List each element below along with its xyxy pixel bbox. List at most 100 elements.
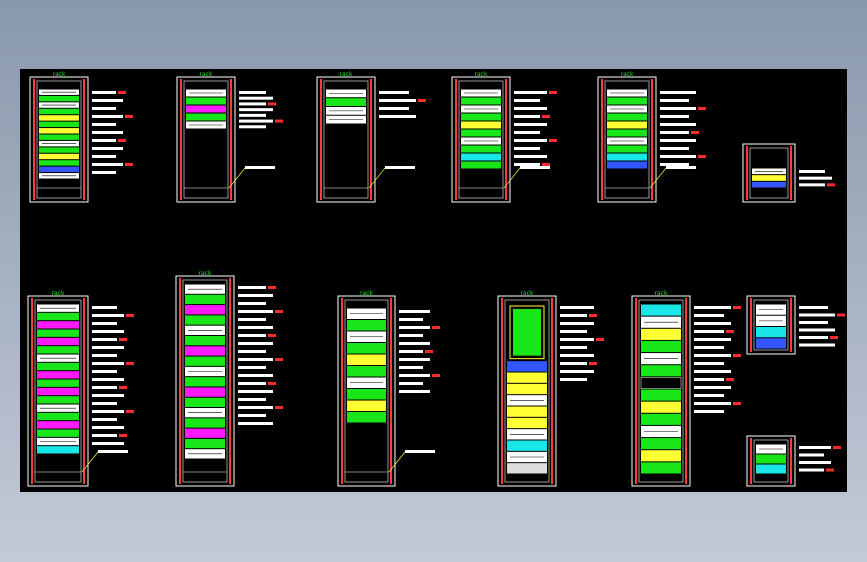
equipment-unit [39, 121, 79, 128]
cabinet-frame [175, 275, 235, 487]
callout-mark [694, 330, 724, 333]
equipment-unit [756, 464, 786, 474]
cabinet-label: rack [199, 270, 212, 277]
equipment-unit [641, 340, 681, 353]
equipment-unit [640, 377, 682, 389]
cabinet-6: rack [27, 290, 134, 487]
callout-mark [92, 426, 124, 429]
callout-highlight-mark [425, 350, 433, 353]
cabinet-rail-right [229, 278, 231, 484]
callout-mark [379, 99, 416, 102]
callout-mark [694, 386, 731, 389]
callout-highlight-mark [275, 358, 283, 361]
callout-highlight-mark [275, 406, 283, 409]
equipment-unit [347, 343, 386, 354]
callout-mark [694, 394, 724, 397]
callout-highlight-mark [549, 91, 557, 94]
cabinet-label: rack [360, 290, 373, 297]
callout-mark [799, 468, 824, 472]
callout-mark [694, 410, 724, 413]
callout-mark [560, 370, 594, 373]
callout-highlight-mark [275, 310, 283, 313]
equipment-unit [39, 166, 79, 173]
callout-mark [238, 286, 266, 289]
equipment-unit [347, 400, 386, 411]
callout-mark [399, 334, 423, 337]
equipment-unit [641, 438, 681, 450]
equipment-unit [37, 379, 79, 387]
cabinet-3: rack [316, 71, 426, 203]
cabinet-frame [316, 76, 376, 203]
callout-mark [799, 321, 828, 324]
callout-mark [92, 418, 117, 421]
callout-mark [239, 108, 273, 112]
equipment-unit [326, 98, 366, 106]
callout-mark [92, 115, 123, 118]
equipment-unit [347, 354, 386, 365]
cabinet-inner-frame [323, 80, 369, 199]
callout-mark [660, 131, 689, 134]
callout-mark [399, 350, 423, 353]
callout-mark [514, 99, 540, 102]
callout-mark [799, 328, 835, 332]
callout-mark [660, 115, 689, 118]
callout-mark [92, 139, 116, 142]
callout-highlight-mark [268, 286, 276, 289]
cabinet-rail-left [750, 298, 752, 352]
callout-highlight-mark [275, 119, 283, 123]
callout-highlight-mark [432, 374, 440, 377]
equipment-unit [185, 294, 225, 305]
equipment-unit [37, 429, 79, 437]
equipment-unit [347, 320, 386, 331]
callout-highlight-mark [126, 314, 134, 317]
equipment-unit [185, 335, 225, 346]
callout-highlight-mark [125, 115, 133, 118]
equipment-unit [461, 129, 501, 137]
callout-mark [405, 450, 435, 453]
cabinet-frame [746, 295, 796, 355]
cabinet-rail-right [790, 438, 792, 484]
callout-mark [239, 96, 273, 100]
callout-mark [694, 354, 731, 357]
callout-mark [560, 338, 594, 341]
equipment-unit [347, 412, 386, 423]
callout-highlight-mark [119, 338, 127, 341]
cabinet-rail-right [83, 298, 85, 484]
callout-mark [238, 358, 273, 361]
callout-highlight-mark [268, 334, 276, 337]
callout-mark [238, 366, 266, 369]
equipment-unit [37, 371, 79, 379]
callout-mark [660, 163, 689, 166]
equipment-unit [756, 338, 786, 349]
equipment-unit [507, 417, 547, 429]
callout-mark [514, 155, 547, 158]
callout-highlight-mark [119, 386, 127, 389]
callout-highlight-mark [733, 306, 741, 309]
callout-mark [98, 450, 128, 453]
cabinet-rail-left [635, 298, 637, 484]
cabinet-label: rack [621, 71, 634, 78]
equipment-unit [641, 401, 681, 413]
equipment-unit [641, 365, 681, 377]
callout-highlight-mark [549, 139, 557, 142]
cabinet-label: rack [52, 290, 65, 297]
callout-mark [238, 382, 266, 385]
equipment-unit [185, 315, 225, 325]
callout-mark [660, 123, 696, 126]
callout-mark [92, 362, 124, 365]
callout-mark [379, 115, 416, 118]
cabinet-rail-left [341, 298, 343, 484]
equipment-unit [37, 387, 79, 396]
callout-highlight-mark [118, 91, 126, 94]
callout-leader [228, 167, 246, 189]
cabinet-rail-right [83, 79, 85, 200]
equipment-unit [641, 328, 681, 340]
cabinet-rail-right [505, 79, 507, 200]
equipment-unit [37, 346, 79, 354]
callout-mark [694, 370, 731, 373]
callout-mark [399, 366, 423, 369]
cabinet-inner-frame [34, 299, 82, 483]
cabinet-8: rack [337, 290, 440, 487]
cabinet-rail-right [390, 298, 392, 484]
